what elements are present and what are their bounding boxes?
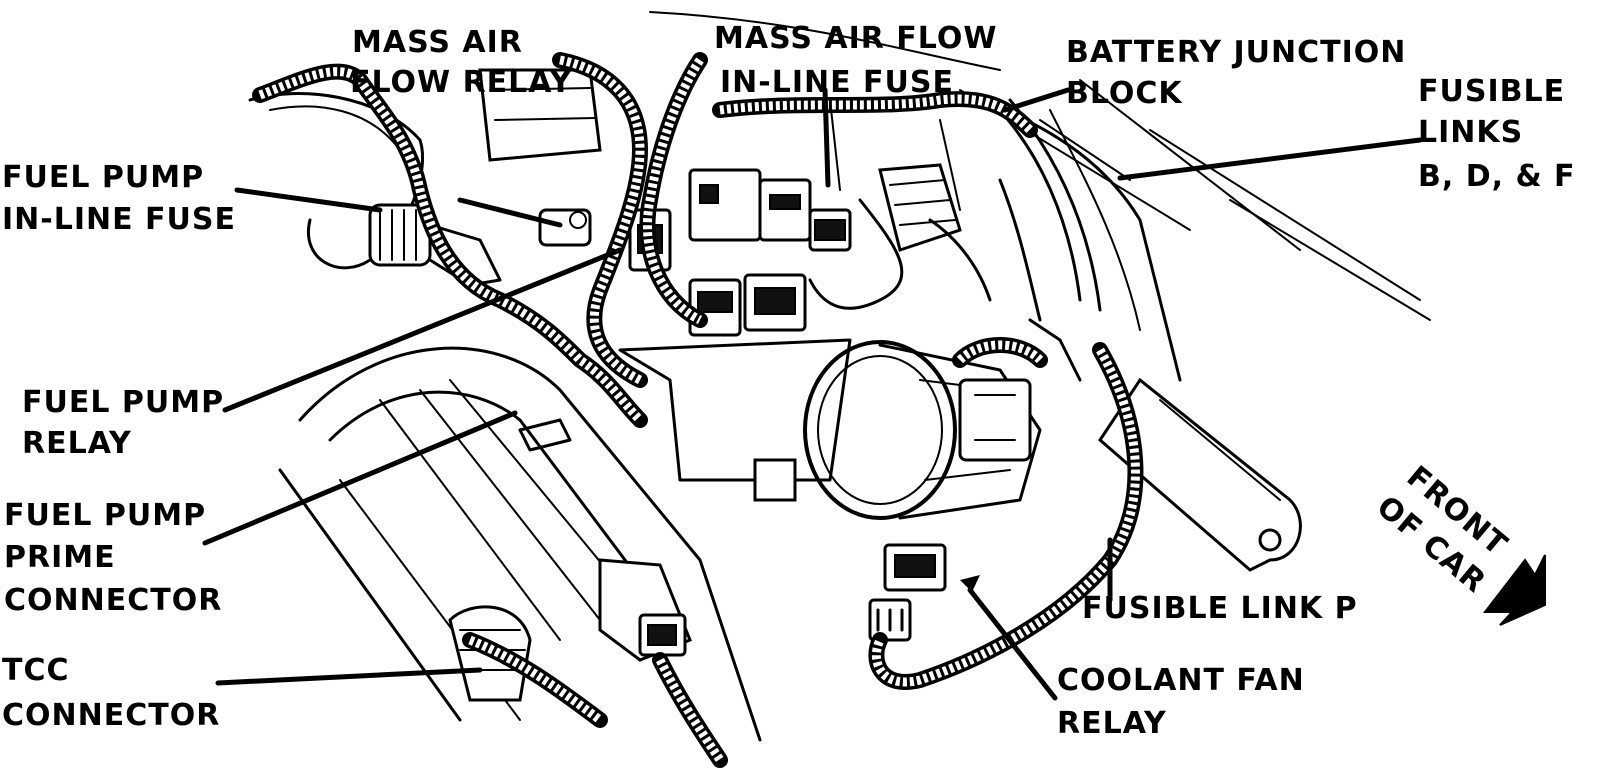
svg-text:RELAY: RELAY: [1057, 706, 1167, 741]
coolant-fan-motor: [803, 340, 1042, 520]
wiring-harnesses: [252, 52, 1144, 768]
svg-text:COOLANT FAN: COOLANT FAN: [1057, 663, 1305, 698]
svg-text:IN-LINE FUSE: IN-LINE FUSE: [2, 202, 236, 237]
leader-fuel-pump-fuse: [234, 187, 383, 213]
svg-text:BATTERY JUNCTION: BATTERY JUNCTION: [1066, 35, 1406, 70]
fuel-pump-relay-line1: FUEL PUMP: [22, 385, 224, 420]
fuel-pump-prime-line2: PRIME: [4, 540, 116, 575]
svg-text:FUEL PUMP: FUEL PUMP: [4, 498, 206, 533]
fusible-links-line1: FUSIBLE: [1418, 74, 1565, 109]
svg-text:FUEL PUMP: FUEL PUMP: [22, 385, 224, 420]
front-of-car-arrow-icon: [1482, 554, 1546, 626]
fine-wires: [808, 99, 1082, 382]
leader-fuel-pump-relay: [222, 247, 623, 413]
label-coolant-fan-relay: COOLANT FAN RELAY: [1057, 663, 1305, 741]
coolant-fan-arrowhead-icon: [960, 575, 980, 592]
svg-text:B, D, & F: B, D, & F: [1418, 159, 1576, 194]
leader-maf-fuse: [822, 87, 831, 188]
svg-text:CONNECTOR: CONNECTOR: [4, 583, 222, 618]
battery-junction-line2: BLOCK: [1066, 76, 1183, 111]
coolant-fan-line1: COOLANT FAN: [1057, 663, 1305, 698]
coolant-fan-relay-connector: [868, 543, 947, 642]
svg-text:FUSIBLE LINK P: FUSIBLE LINK P: [1082, 591, 1358, 626]
upper-hose-detail: [269, 105, 401, 151]
battery-junction-block: [878, 163, 962, 252]
relay-cluster: [628, 168, 852, 337]
svg-text:FUSIBLE: FUSIBLE: [1418, 74, 1565, 109]
strut-bracket: [1098, 377, 1302, 572]
fusible-links-line2: LINKS: [1418, 115, 1523, 150]
maf-fuse-line1: MASS AIR FLOW: [714, 21, 997, 56]
tcc-line1: TCC: [2, 653, 70, 688]
svg-text:FUEL PUMP: FUEL PUMP: [2, 160, 204, 195]
fusible-links-line3: B, D, & F: [1418, 159, 1576, 194]
svg-text:RELAY: RELAY: [22, 426, 132, 461]
engine-block-left: [278, 346, 762, 742]
leader-battery-junction: [1002, 87, 1071, 113]
fuel-pump-prime-line1: FUEL PUMP: [4, 498, 206, 533]
mass-air-flow-relay-housing: [478, 68, 602, 247]
label-mass-air-flow-fuse: MASS AIR FLOW IN-LINE FUSE: [714, 21, 997, 100]
leader-tcc-connector: [215, 667, 483, 686]
svg-text:LINKS: LINKS: [1418, 115, 1523, 150]
fuel-pump-fuse-line1: FUEL PUMP: [2, 160, 204, 195]
fuel-pump-fuse-line2: IN-LINE FUSE: [2, 202, 236, 237]
tcc-line2: CONNECTOR: [2, 698, 220, 733]
label-battery-junction-block: BATTERY JUNCTION BLOCK: [1066, 35, 1406, 111]
label-fusible-links-bdf: FUSIBLE LINKS B, D, & F: [1418, 74, 1576, 194]
svg-text:BLOCK: BLOCK: [1066, 76, 1183, 111]
svg-text:IN-LINE FUSE: IN-LINE FUSE: [720, 65, 954, 100]
svg-text:TCC: TCC: [2, 653, 70, 688]
svg-text:CONNECTOR: CONNECTOR: [2, 698, 220, 733]
label-tcc-connector: TCC CONNECTOR: [2, 653, 220, 733]
label-fuel-pump-prime: FUEL PUMP PRIME CONNECTOR: [4, 498, 222, 618]
label-front-of-car: FRONT OF CAR: [1370, 459, 1514, 600]
label-fuel-pump-relay: FUEL PUMP RELAY: [22, 385, 224, 461]
svg-text:MASS AIR: MASS AIR: [352, 25, 523, 60]
leader-lines: [202, 87, 1423, 701]
maf-relay-line2: FLOW RELAY: [350, 65, 573, 100]
label-mass-air-flow-relay: MASS AIR FLOW RELAY: [350, 25, 573, 100]
mounting-tab: [753, 458, 797, 502]
coolant-fan-line2: RELAY: [1057, 706, 1167, 741]
label-fuel-pump-fuse: FUEL PUMP IN-LINE FUSE: [2, 160, 236, 237]
leader-fusible-links: [1117, 137, 1423, 181]
leader-maf-relay: [457, 197, 563, 228]
svg-text:MASS AIR FLOW: MASS AIR FLOW: [714, 21, 997, 56]
svg-text:FLOW RELAY: FLOW RELAY: [350, 65, 573, 100]
fuel-pump-prime-line3: CONNECTOR: [4, 583, 222, 618]
fusible-link-p-line1: FUSIBLE LINK P: [1082, 591, 1358, 626]
svg-text:PRIME: PRIME: [4, 540, 116, 575]
leader-coolant-fan-relay: [967, 587, 1058, 701]
maf-fuse-line2: IN-LINE FUSE: [720, 65, 954, 100]
leader-fuel-pump-prime: [202, 410, 518, 546]
fuel-pump-relay-line2: RELAY: [22, 426, 132, 461]
maf-relay-line1: MASS AIR: [352, 25, 523, 60]
battery-junction-line1: BATTERY JUNCTION: [1066, 35, 1406, 70]
engine-illustration: [248, 11, 1546, 768]
label-fusible-link-p: FUSIBLE LINK P: [1082, 591, 1358, 626]
